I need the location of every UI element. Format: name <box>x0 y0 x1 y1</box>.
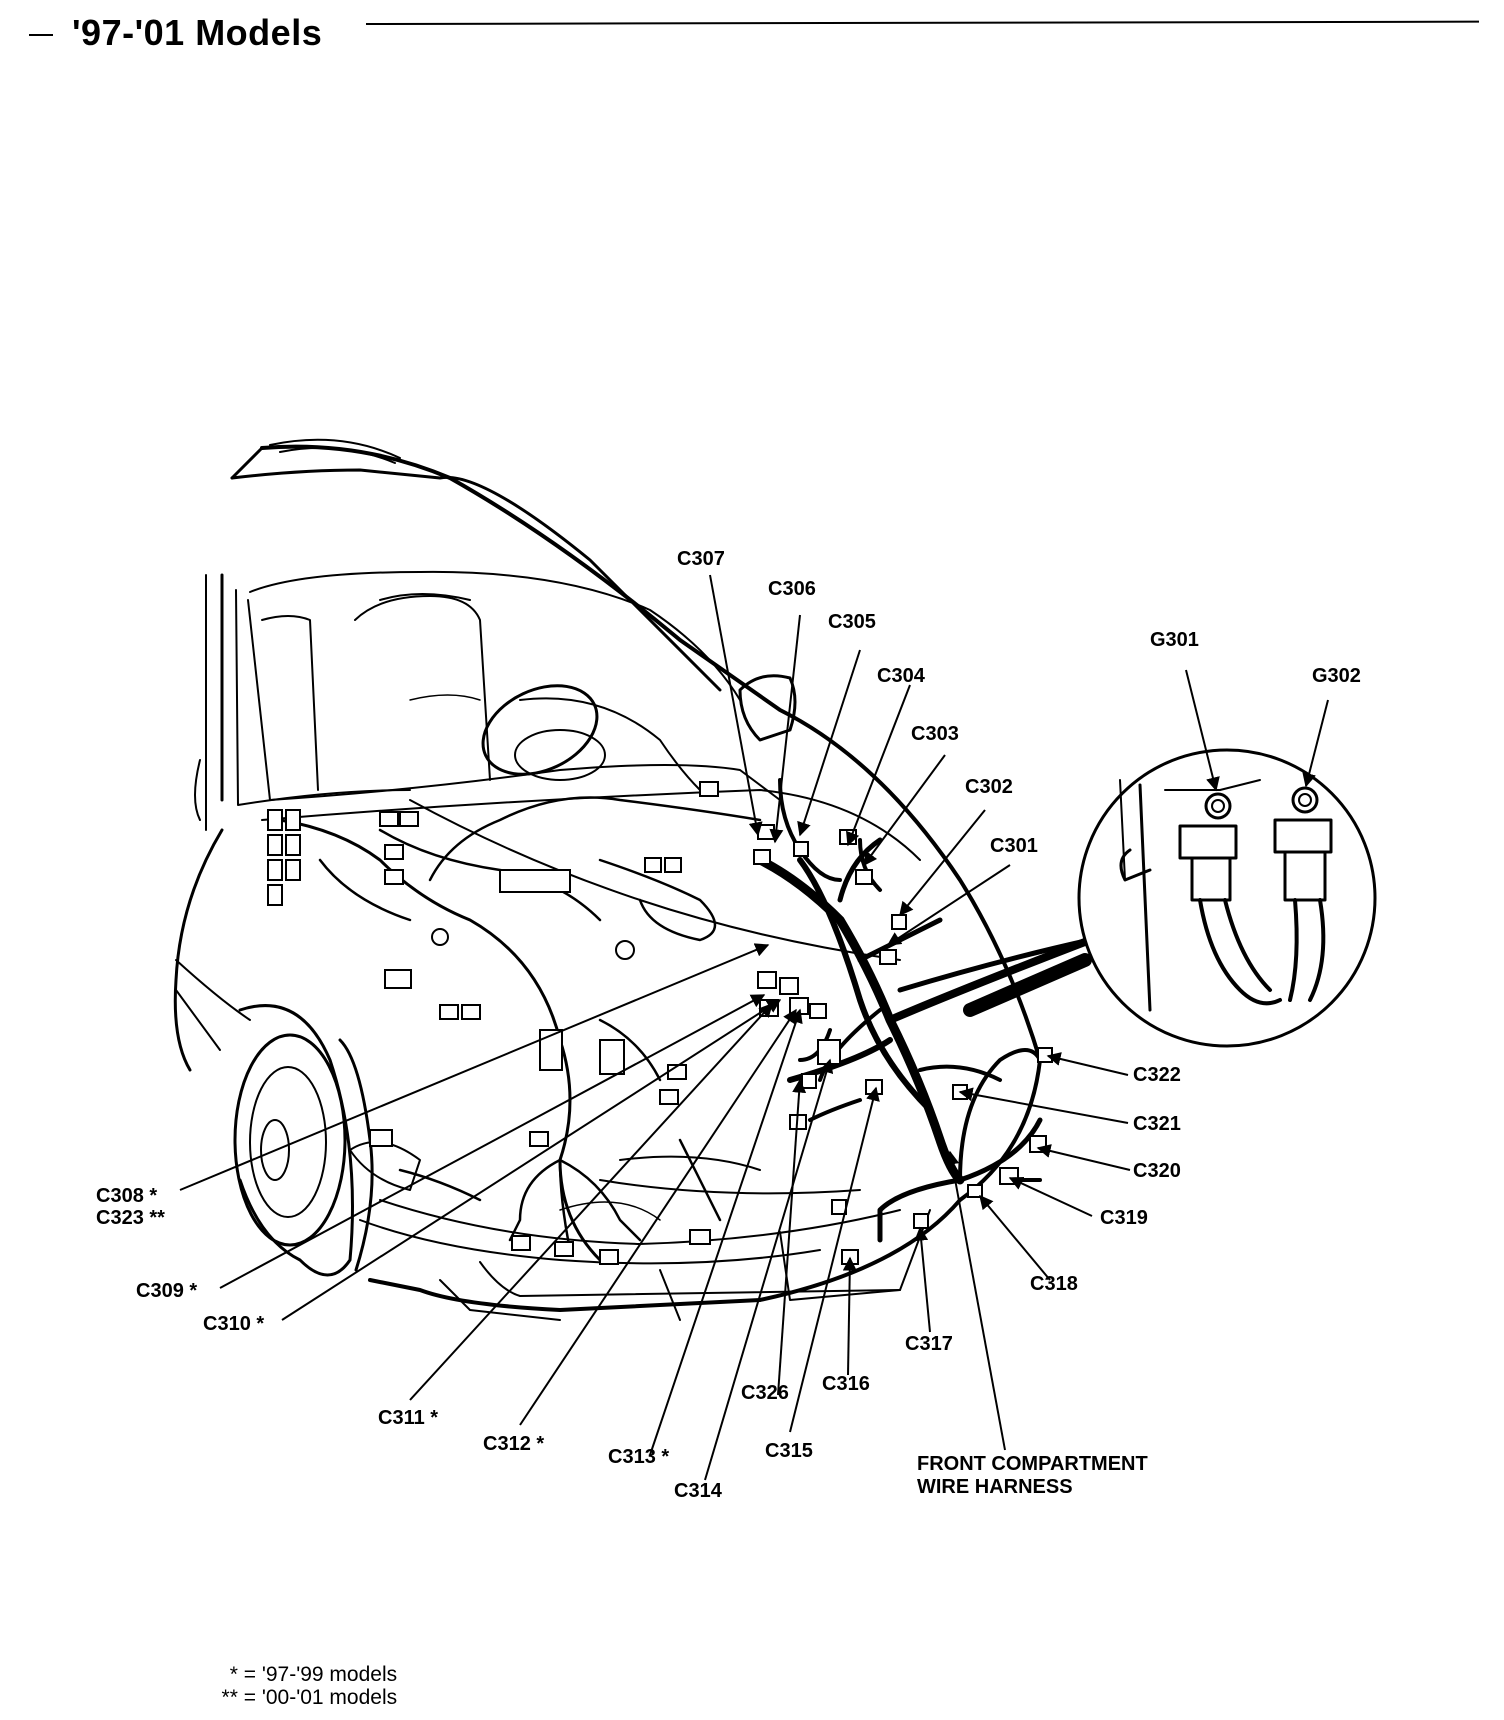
label-c322: C322 <box>1133 1064 1181 1086</box>
label-c319: C319 <box>1100 1207 1148 1229</box>
label-c301: C301 <box>990 835 1038 857</box>
label-c306: C306 <box>768 578 816 600</box>
label-harness-line2: WIRE HARNESS <box>917 1476 1073 1498</box>
label-c318: C318 <box>1030 1273 1078 1295</box>
label-c326: C326 <box>741 1382 789 1404</box>
page-header: '97-'01 Models <box>0 0 1504 70</box>
label-c310: C310 * <box>203 1313 264 1335</box>
label-c305: C305 <box>828 611 876 633</box>
label-c311: C311 * <box>378 1407 438 1429</box>
footnotes: * = '97-'99 models ** = '00-'01 models <box>200 1663 398 1709</box>
label-c315: C315 <box>765 1440 813 1462</box>
footnote-symbol: ** = <box>221 1686 256 1709</box>
footnote-row: * = '97-'99 models <box>200 1663 397 1686</box>
vehicle-drawing <box>173 438 1042 1321</box>
label-harness-line1: FRONT COMPARTMENT <box>917 1453 1148 1475</box>
label-c314: C314 <box>674 1480 723 1502</box>
label-g301: G301 <box>1150 629 1199 651</box>
header-dash <box>29 34 53 36</box>
footnote-text: '97-'99 models <box>261 1663 398 1686</box>
label-g302: G302 <box>1312 665 1361 687</box>
wire-harness <box>278 778 1094 1262</box>
footnote-row: ** = '00-'01 models <box>200 1686 398 1709</box>
label-c308: C308 * <box>96 1185 157 1207</box>
page-title: '97-'01 Models <box>72 12 323 53</box>
label-c302: C302 <box>965 776 1013 798</box>
label-c320: C320 <box>1133 1160 1181 1182</box>
callout-labels: C307 C306 C305 C304 C303 C302 C301 G301 … <box>96 548 1361 1502</box>
label-c321: C321 <box>1133 1113 1181 1135</box>
leader-lines <box>179 574 1329 1481</box>
label-c312: C312 * <box>483 1433 544 1455</box>
label-c309: C309 * <box>136 1280 197 1302</box>
label-c307: C307 <box>677 548 725 570</box>
ground-inset <box>963 748 1377 1048</box>
label-c323: C323 ** <box>96 1207 165 1229</box>
footnote-text: '00-'01 models <box>261 1686 398 1709</box>
label-c317: C317 <box>905 1333 953 1355</box>
footnote-symbol: * = <box>229 1663 256 1686</box>
label-c303: C303 <box>911 723 959 745</box>
label-c316: C316 <box>822 1373 870 1395</box>
label-c313: C313 * <box>608 1446 669 1468</box>
connectors <box>267 781 1053 1265</box>
label-c304: C304 <box>877 665 926 687</box>
